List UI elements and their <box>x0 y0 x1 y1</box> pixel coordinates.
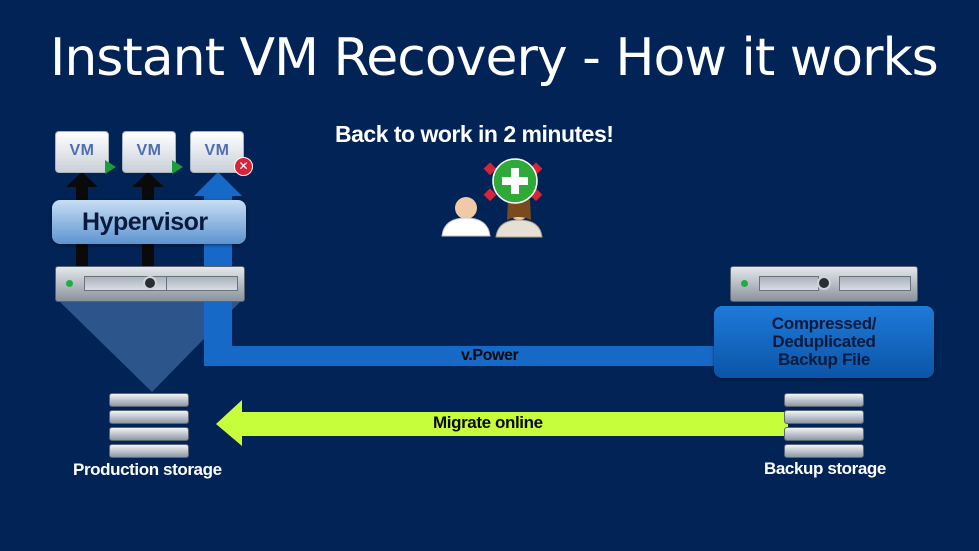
server-led-icon <box>66 280 73 287</box>
hypervisor-leg-2 <box>142 244 154 266</box>
vpower-path <box>194 172 720 366</box>
storage-disk <box>109 444 189 458</box>
subtitle: Back to work in 2 minutes! <box>335 121 614 147</box>
backup-file-line-3: Backup File <box>777 350 871 369</box>
storage-disk <box>109 410 189 424</box>
vm1-up-arrow <box>66 172 98 200</box>
backup-server <box>730 266 918 302</box>
vm-label: VM <box>69 142 95 159</box>
vm-label: VM <box>136 142 162 159</box>
vm-box-3: VM ✕ <box>190 131 253 176</box>
storage-disk <box>109 393 189 407</box>
play-icon <box>172 160 183 174</box>
page-title: Instant VM Recovery - How it works <box>50 28 939 88</box>
production-storage-label: Production storage <box>73 460 222 479</box>
storage-beam <box>60 302 240 392</box>
server-drive-slot <box>759 276 819 291</box>
backup-file-line-1: Compressed/ <box>771 314 877 333</box>
play-icon <box>105 160 116 174</box>
storage-disk <box>784 393 864 407</box>
server-drive-slot <box>839 276 911 291</box>
hypervisor-box: Hypervisor <box>52 200 246 244</box>
backup-file-box: Compressed/ Deduplicated Backup File <box>714 306 934 378</box>
production-server <box>55 266 245 302</box>
storage-disk <box>784 427 864 441</box>
migrate-online-label: Migrate online <box>433 413 543 432</box>
users-icon <box>441 195 543 238</box>
server-drive-slot <box>166 276 238 291</box>
storage-disk <box>784 444 864 458</box>
hypervisor-label: Hypervisor <box>82 208 208 236</box>
vm-label: VM <box>204 142 230 159</box>
server-power-icon <box>817 276 831 290</box>
error-x-icon: ✕ <box>234 157 253 176</box>
vm-box-1: VM <box>55 131 116 174</box>
restore-plus-icon <box>483 158 543 204</box>
server-power-icon <box>143 276 157 290</box>
backup-storage-label: Backup storage <box>764 459 886 478</box>
vm-box-2: VM <box>122 131 183 174</box>
backup-file-line-2: Deduplicated <box>772 332 876 351</box>
server-led-icon <box>741 280 748 287</box>
vm2-up-arrow <box>132 172 164 200</box>
hypervisor-leg-1 <box>76 244 88 266</box>
storage-disk <box>784 410 864 424</box>
vpower-label: v.Power <box>461 347 519 364</box>
migrate-arrow <box>216 400 788 446</box>
storage-disk <box>109 427 189 441</box>
